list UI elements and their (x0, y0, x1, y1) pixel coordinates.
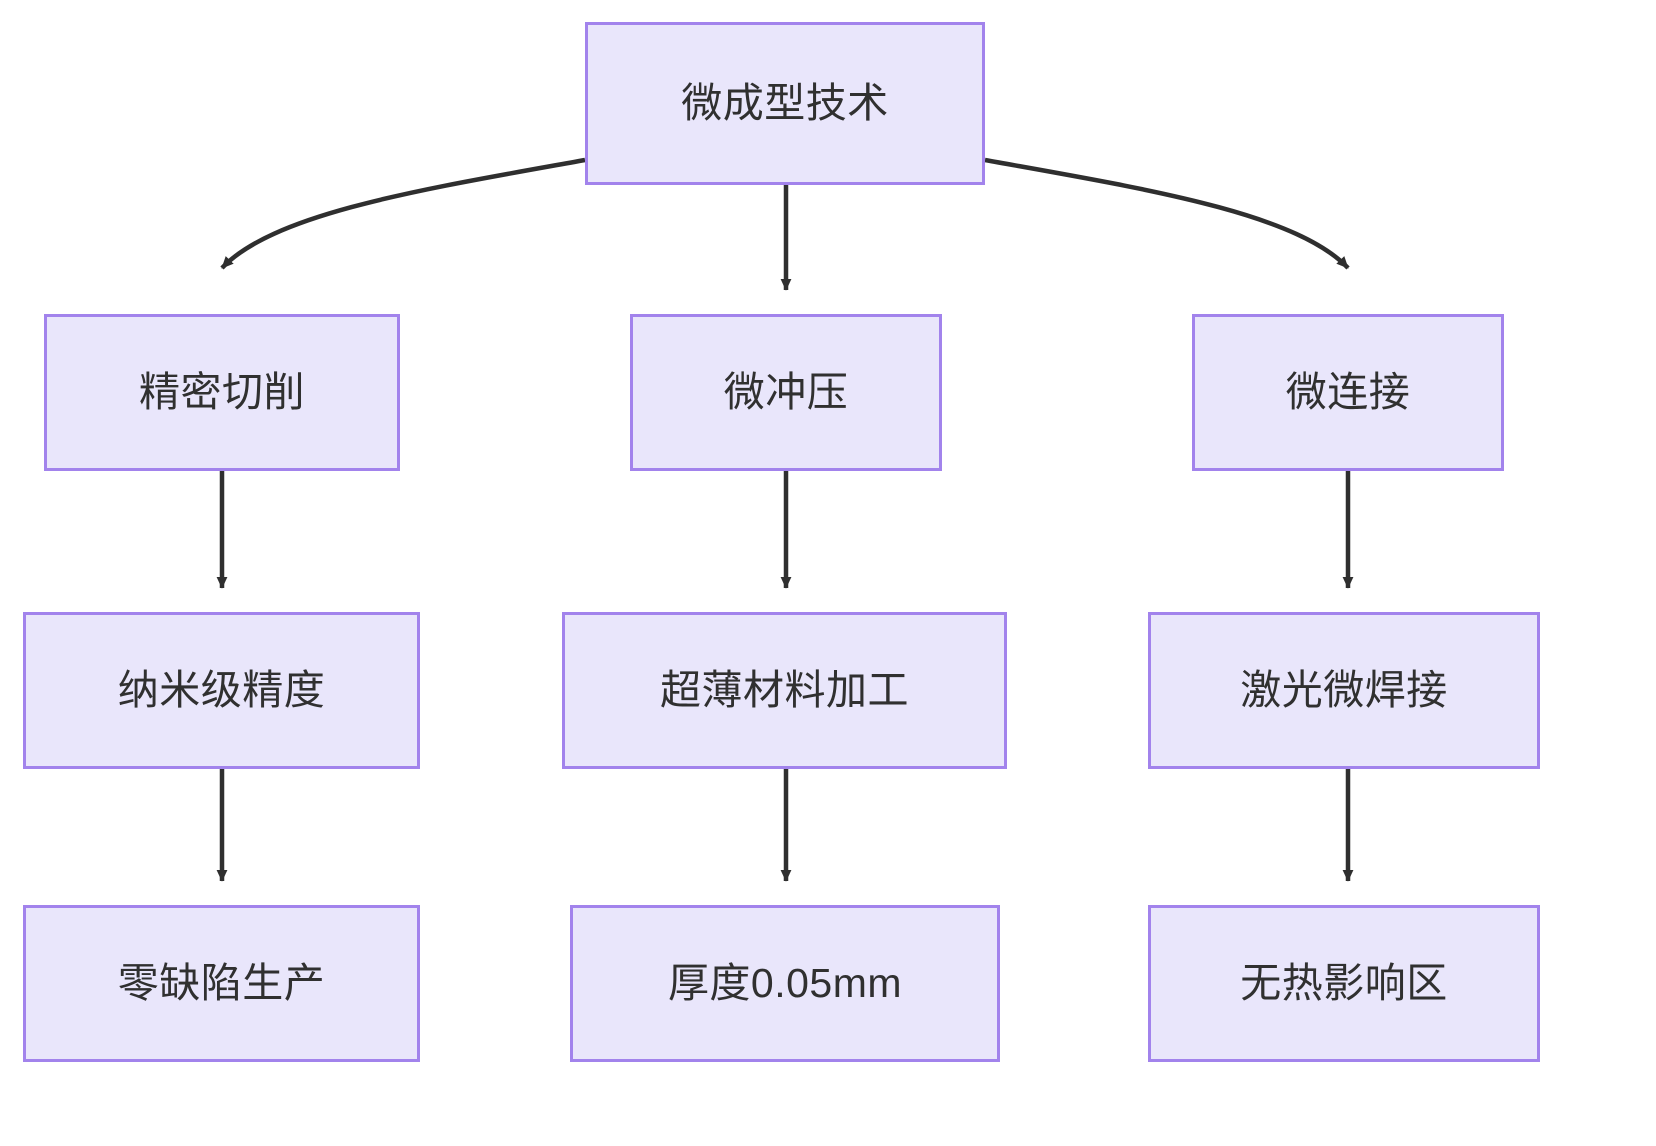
node-label: 无热影响区 (1240, 959, 1448, 1006)
edge-root-to-r1 (984, 157, 1350, 270)
edge-root-to-l1 (220, 157, 586, 270)
node-nanometer-precision[interactable]: 纳米级精度 (23, 612, 420, 769)
node-micro-stamping[interactable]: 微冲压 (630, 314, 942, 471)
node-micro-forming-technology[interactable]: 微成型技术 (585, 22, 985, 185)
node-no-heat-affected-zone[interactable]: 无热影响区 (1148, 905, 1540, 1062)
node-label: 激光微焊接 (1240, 666, 1448, 713)
node-label: 微冲压 (723, 368, 849, 415)
node-zero-defect-production[interactable]: 零缺陷生产 (23, 905, 420, 1062)
node-label: 微连接 (1285, 368, 1411, 415)
node-label: 超薄材料加工 (660, 666, 909, 713)
node-micro-joining[interactable]: 微连接 (1192, 314, 1504, 471)
node-laser-micro-welding[interactable]: 激光微焊接 (1148, 612, 1540, 769)
node-label: 厚度0.05mm (667, 959, 903, 1006)
node-label: 精密切削 (139, 368, 305, 415)
node-precision-cutting[interactable]: 精密切削 (44, 314, 400, 471)
node-label: 微成型技术 (681, 79, 889, 126)
node-thickness-spec[interactable]: 厚度0.05mm (570, 905, 1000, 1062)
node-label: 零缺陷生产 (117, 959, 326, 1006)
node-ultrathin-material-processing[interactable]: 超薄材料加工 (562, 612, 1007, 769)
node-label: 纳米级精度 (117, 666, 326, 713)
